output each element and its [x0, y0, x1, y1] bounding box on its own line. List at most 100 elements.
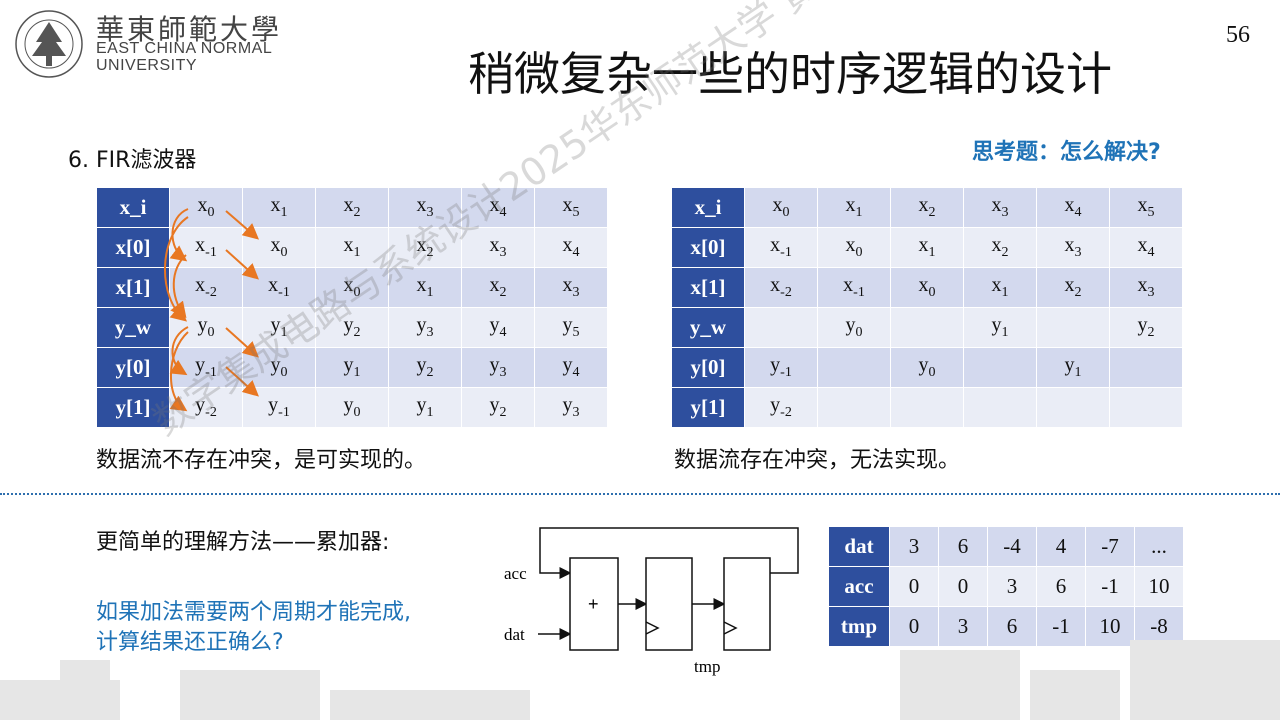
table-cell: y-1	[744, 347, 818, 388]
table-cell: y4	[534, 347, 608, 388]
table-cell: y1	[242, 307, 316, 348]
table-cell: x0	[890, 267, 964, 308]
table-cell: -1	[1085, 566, 1135, 607]
table-cell: x4	[534, 227, 608, 268]
table-cell: y3	[461, 347, 535, 388]
table-cell: x-1	[817, 267, 891, 308]
table-cell: x4	[1109, 227, 1183, 268]
table-cell: 10	[1134, 566, 1184, 607]
table-cell: x3	[963, 187, 1037, 228]
arrow-curve-1	[169, 208, 189, 262]
table-cell	[963, 347, 1037, 388]
table-cell: y2	[1109, 307, 1183, 348]
table-cell	[1109, 387, 1183, 428]
table-cell: x4	[1036, 187, 1110, 228]
arrow-x-diagonal-2	[225, 249, 259, 280]
table-cell: x1	[388, 267, 462, 308]
table-cell: x5	[534, 187, 608, 228]
row-header: y[0]	[96, 347, 170, 388]
table-cell: y3	[388, 307, 462, 348]
row-header: acc	[828, 566, 890, 607]
note-right: 数据流存在冲突，无法实现。	[674, 448, 961, 473]
table-cell	[817, 387, 891, 428]
table-cell: y2	[388, 347, 462, 388]
table-cell	[817, 347, 891, 388]
table-cell: y3	[534, 387, 608, 428]
table-cell: x1	[817, 187, 891, 228]
table-cell: x3	[388, 187, 462, 228]
table-cell: x1	[242, 187, 316, 228]
table-cell: x-1	[744, 227, 818, 268]
table-cell: 6	[987, 606, 1037, 647]
register-2	[723, 557, 771, 651]
table-cell: 3	[987, 566, 1037, 607]
table-cell	[890, 387, 964, 428]
table-cell: y1	[963, 307, 1037, 348]
table-cell: x2	[461, 267, 535, 308]
table-cell: x3	[534, 267, 608, 308]
row-header: x_i	[671, 187, 745, 228]
table-cell	[744, 307, 818, 348]
table-cell	[1036, 307, 1110, 348]
table-cell: y1	[1036, 347, 1110, 388]
table-cell: x0	[744, 187, 818, 228]
table-cell: -4	[987, 526, 1037, 567]
table-cell: x3	[1109, 267, 1183, 308]
table-cell: 10	[1085, 606, 1135, 647]
arrow-y-diagonal-1	[225, 327, 259, 358]
table-row: y[1]y-2	[671, 387, 1183, 428]
row-header: y[1]	[671, 387, 745, 428]
arrow-curve-4	[169, 326, 189, 376]
table-cell: y2	[461, 387, 535, 428]
divider	[0, 493, 1280, 495]
table-cell: 6	[938, 526, 988, 567]
logo-english-name-line2: UNIVERSITY	[96, 57, 198, 74]
table-cell: x4	[461, 187, 535, 228]
table-cell: -1	[1036, 606, 1086, 647]
arrow-x-diagonal-1	[225, 210, 260, 240]
adder-block	[569, 557, 619, 651]
table-cell	[1036, 387, 1110, 428]
table-cell: x0	[817, 227, 891, 268]
question-line-1: 如果加法需要两个周期才能完成,	[96, 600, 411, 625]
dataflow-arrows	[164, 208, 260, 412]
table-cell: y0	[315, 387, 389, 428]
table-cell: y1	[388, 387, 462, 428]
accumulator-description: 更简单的理解方法——累加器:	[96, 530, 390, 555]
feedback-wire	[539, 527, 799, 579]
slide-title: 稍微复杂一些的时序逻辑的设计	[468, 47, 1112, 101]
table-cell: ...	[1134, 526, 1184, 567]
table-cell: x1	[890, 227, 964, 268]
row-header: y_w	[96, 307, 170, 348]
register-1	[645, 557, 693, 651]
table-cell: x0	[242, 227, 316, 268]
row-header: y_w	[671, 307, 745, 348]
row-header: x[1]	[671, 267, 745, 308]
row-header: y[0]	[671, 347, 745, 388]
table-cell	[1109, 347, 1183, 388]
table-cell: x2	[890, 187, 964, 228]
table-cell: 3	[889, 526, 939, 567]
table-cell: x2	[315, 187, 389, 228]
row-header: dat	[828, 526, 890, 567]
note-left: 数据流不存在冲突，是可实现的。	[96, 448, 427, 473]
table-cell: y4	[461, 307, 535, 348]
dat-label: dat	[504, 625, 525, 644]
table-cell: x5	[1109, 187, 1183, 228]
logo-chinese-name: 華東師範大學	[96, 13, 283, 46]
table-cell: x1	[315, 227, 389, 268]
table-cell: x3	[1036, 227, 1110, 268]
table-cell: y0	[890, 347, 964, 388]
acc-label: acc	[504, 564, 527, 583]
